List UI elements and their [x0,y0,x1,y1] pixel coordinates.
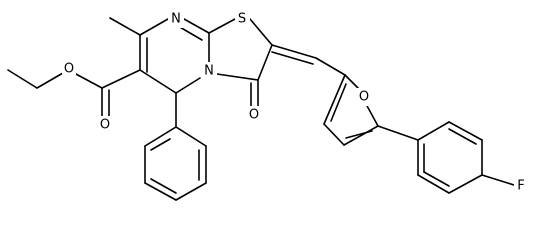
bond [330,83,347,122]
bond [365,103,379,127]
bond [139,69,177,94]
atom-label-ring-nitrogen: N [168,10,184,28]
bond [36,72,64,89]
bond [144,182,177,201]
bond [150,138,171,151]
bond [448,121,483,141]
bond [345,130,373,139]
atom-label-furan-oxygen: O [357,88,371,106]
bond [271,51,314,65]
bond [315,57,346,76]
svg-text:O: O [100,118,110,133]
bond [257,44,273,81]
bond [249,18,273,46]
bond [448,174,483,194]
svg-text:N: N [204,64,214,79]
bond [448,128,477,145]
svg-text:O: O [359,90,369,105]
bond [343,125,379,146]
bond [423,171,450,187]
atom-label-sulfur: S [235,10,250,28]
atom-label-fluorine: F [514,177,528,195]
svg-text:O: O [249,108,259,123]
bond [177,25,203,41]
atom-label-carbonyl-oxygen-ring: O [247,106,261,124]
bond [271,44,317,59]
svg-text:O: O [64,62,74,77]
atom-label-carbonyl-oxygen-ester: O [98,116,112,134]
bond [139,18,169,36]
svg-text:F: F [517,179,524,194]
bond [216,73,259,81]
bond-layer [7,17,515,201]
bond [344,74,361,91]
bond [377,125,419,141]
bond [417,174,450,194]
bond [175,126,207,147]
bond [73,72,103,89]
atom-label-layer: N S N O O O O F [62,10,528,195]
svg-text:S: S [238,12,246,27]
bond [150,178,177,194]
bond [183,18,210,34]
molecule-structure-diagram: N S N O O O O F [7,10,528,201]
atom-label-ester-oxygen: O [62,60,76,78]
bond [175,182,207,201]
bond [144,126,177,147]
atom-label-bridgehead-nitrogen: N [201,62,217,80]
bond [323,74,346,125]
bond [109,17,141,36]
bond [208,18,236,34]
bond [175,77,201,94]
bond [323,123,345,146]
bond [101,69,141,89]
bond [7,69,38,89]
bond [481,174,515,186]
svg-text:N: N [171,12,181,27]
bond [417,121,450,141]
